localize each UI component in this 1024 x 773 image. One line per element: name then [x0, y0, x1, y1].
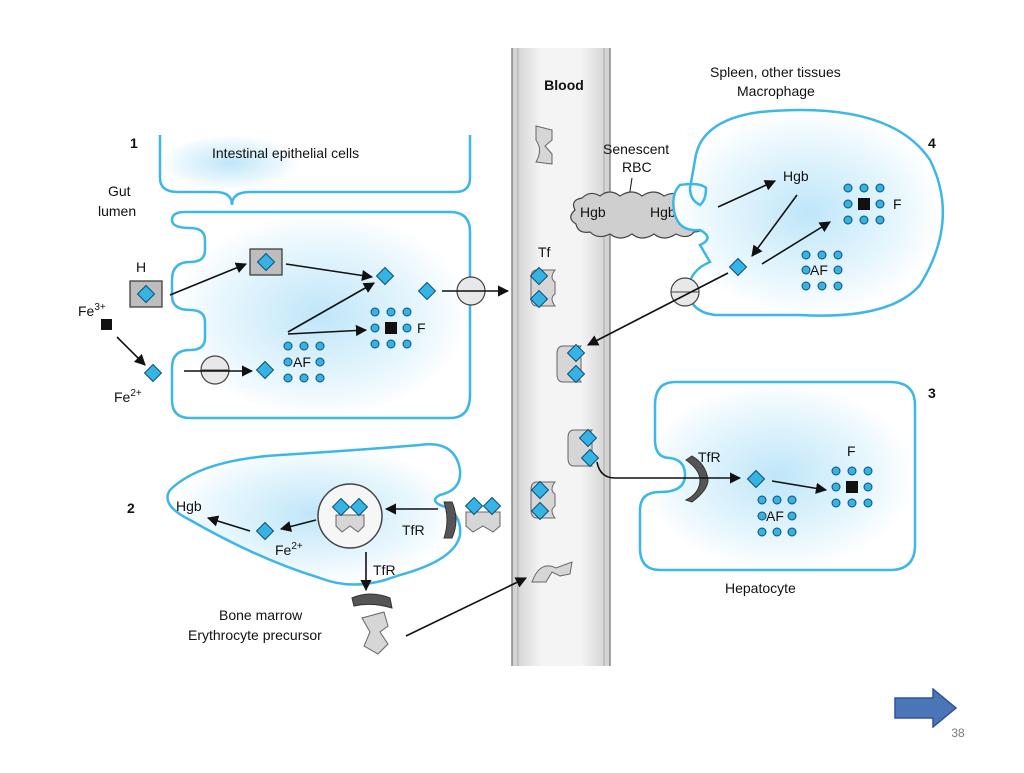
- bone-marrow-label: Bone marrow: [219, 607, 303, 623]
- ferritin-macrophage: [844, 184, 884, 224]
- svg-text:lumen: lumen: [98, 203, 136, 219]
- right-arrow-icon[interactable]: [893, 687, 959, 729]
- bone-marrow-label-line2: Erythrocyte precursor: [188, 627, 322, 643]
- fe3-square: [101, 319, 112, 330]
- senescent-label-line2: RBC: [622, 159, 652, 175]
- intestinal-cell-upper: [158, 135, 472, 206]
- enterocyte: [170, 210, 472, 420]
- panel-1-number: 1: [130, 135, 138, 151]
- hgb-label-macrophage: Hgb: [783, 168, 809, 184]
- arrows-panel-2: [206, 503, 528, 637]
- spleen-label-line2: Macrophage: [737, 83, 815, 99]
- transferrin-holo-2: [556, 344, 585, 383]
- transferrin-receptor-marrow: [443, 501, 457, 539]
- arrows-panel-1: [116, 262, 510, 377]
- transferrin-bound-receptor: [465, 497, 501, 533]
- transferrin-receptor-liver: [684, 455, 709, 503]
- panel-3-number: 3: [928, 385, 936, 401]
- ferritin-hepatocyte: [832, 467, 872, 507]
- af-label-3: AF: [766, 508, 784, 524]
- hepatocyte-label: Hepatocyte: [725, 580, 796, 596]
- panel-4-number: 4: [928, 135, 936, 151]
- dmt1-transporter: [200, 355, 230, 385]
- fe2-diamond-lumen: [144, 364, 162, 382]
- next-slide-arrow[interactable]: [893, 687, 959, 729]
- svg-text:Erythrocyte precursor: Erythrocyte precursor: [188, 627, 322, 643]
- tf-label: Tf: [538, 244, 551, 260]
- blood-label: Blood: [544, 77, 584, 93]
- tfr-label-liver: TfR: [698, 449, 721, 465]
- transferrin-receptor-surface: [351, 593, 393, 609]
- heme-box-lumen: [129, 280, 163, 308]
- senescent-label: Senescent: [603, 141, 669, 157]
- tfr-label-marrow-1: TfR: [402, 522, 425, 538]
- spleen-label: Spleen, other tissues: [710, 64, 841, 80]
- fe2-label-lumen: Fe2+: [114, 388, 142, 405]
- hgb-label-marrow: Hgb: [176, 498, 202, 514]
- transferrin-holo-4: [530, 481, 556, 520]
- ferritin-label-3: F: [847, 443, 856, 459]
- fe3-label: Fe3+: [78, 302, 106, 319]
- af-label-4: AF: [810, 262, 828, 278]
- transferrin-apo-bottom: [531, 561, 573, 583]
- panel-2-number: 2: [127, 500, 135, 516]
- hgb-label-rbc-left: Hgb: [580, 204, 606, 220]
- transferrin-apo-marrow: [361, 611, 389, 655]
- af-label-1: AF: [293, 354, 311, 370]
- svg-text:Macrophage: Macrophage: [737, 83, 815, 99]
- erythrocyte-precursor-cell: [166, 443, 462, 586]
- svg-text:RBC: RBC: [622, 159, 652, 175]
- tfr-label-marrow-2: TfR: [373, 562, 396, 578]
- fe2-label-marrow: Fe2+: [275, 541, 303, 558]
- transferrin-apo-top: [535, 125, 553, 165]
- slide-page-number: 38: [951, 726, 965, 740]
- hepatocyte-cell: [638, 380, 917, 572]
- arrows-panel-3: [596, 461, 828, 494]
- ferritin-label-4: F: [893, 196, 902, 212]
- hgb-label-rbc-right: Hgb: [650, 204, 676, 220]
- gut-lumen-label: Gut: [108, 183, 131, 199]
- ferroportin-transporter-4: [670, 277, 700, 307]
- intestinal-cells-label: Intestinal epithelial cells: [212, 145, 359, 161]
- heme-box-cell: [249, 248, 283, 276]
- transferrin-holo-1: [530, 267, 556, 308]
- gut-lumen-label-line2: lumen: [98, 203, 136, 219]
- ferritin-enterocyte: [371, 308, 411, 348]
- heme-label: H: [136, 259, 146, 275]
- ferritin-label-1: F: [417, 320, 426, 336]
- endosome: [317, 483, 383, 549]
- arrows-panel-4: [587, 180, 831, 346]
